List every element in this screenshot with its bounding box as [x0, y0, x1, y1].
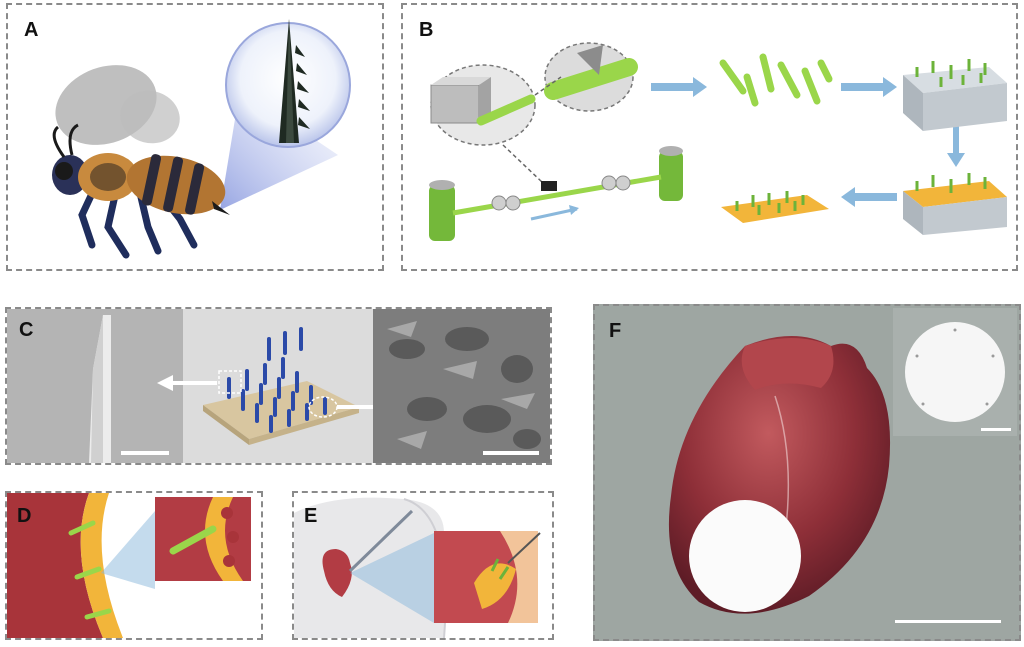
patch-disc: [905, 322, 1005, 422]
panel-c: C: [5, 307, 552, 465]
surgery-illustration: [294, 497, 541, 638]
panel-d: D: [5, 491, 263, 640]
panel-d-label: D: [17, 505, 32, 527]
panel-b: B: [401, 3, 1018, 271]
panel-a-label: A: [24, 19, 39, 41]
fiber-drawing-setup: [429, 42, 1007, 241]
heart-photo: [595, 306, 1019, 639]
panel-e-label: E: [304, 505, 318, 527]
panel-a: A: [6, 3, 384, 271]
panel-f-label: F: [609, 320, 622, 342]
bee-illustration: [52, 19, 351, 259]
panel-c-label: C: [19, 319, 34, 341]
panel-f: F: [593, 304, 1021, 641]
tissue-illustration: [7, 493, 251, 638]
microneedle-patch: [7, 309, 550, 463]
panel-e: E: [292, 491, 554, 640]
panel-b-label: B: [419, 19, 434, 41]
